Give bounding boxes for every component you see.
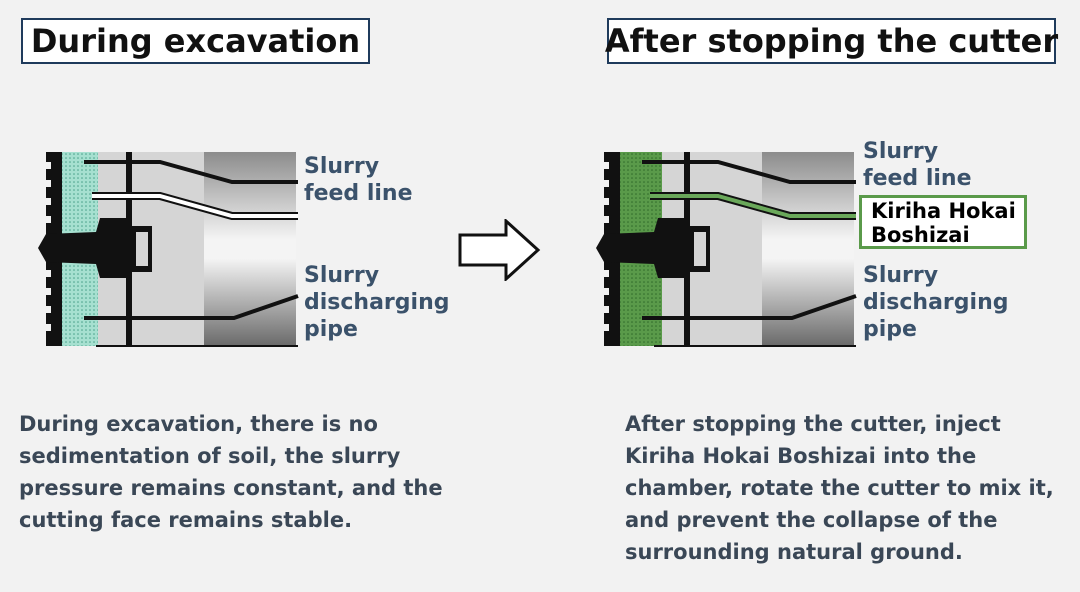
label-kiriha-hokai-boshizai: Kiriha Hokai Boshizai bbox=[859, 195, 1027, 249]
diagram-during-excavation bbox=[38, 152, 299, 347]
title-after-stopping-cutter: After stopping the cutter bbox=[605, 18, 1058, 64]
description-after-stopping-cutter: After stopping the cutter, inject Kiriha… bbox=[625, 412, 1054, 564]
cutter-teeth bbox=[46, 162, 51, 331]
discharge-pipe bbox=[84, 294, 299, 320]
diagram-after-stopping-cutter bbox=[596, 152, 857, 347]
cutter-hub bbox=[38, 218, 152, 278]
cutter-hub bbox=[596, 218, 710, 278]
discharge-pipe bbox=[642, 294, 857, 320]
label-slurry-feed-line-left: Slurry feed line bbox=[304, 154, 413, 206]
cutter-teeth bbox=[604, 162, 609, 331]
feed-pipe-upper bbox=[642, 160, 856, 184]
label-slurry-discharging-pipe-left: Slurry discharging pipe bbox=[304, 263, 450, 342]
right-arrow-icon bbox=[458, 219, 541, 281]
label-slurry-feed-line-right: Slurry feed line bbox=[863, 139, 972, 191]
description-during-excavation: During excavation, there is no sedimenta… bbox=[19, 412, 443, 532]
feed-pipe-upper bbox=[84, 160, 298, 184]
title-during-excavation: During excavation bbox=[21, 18, 370, 64]
label-slurry-discharging-pipe-right: Slurry discharging pipe bbox=[863, 263, 1009, 342]
